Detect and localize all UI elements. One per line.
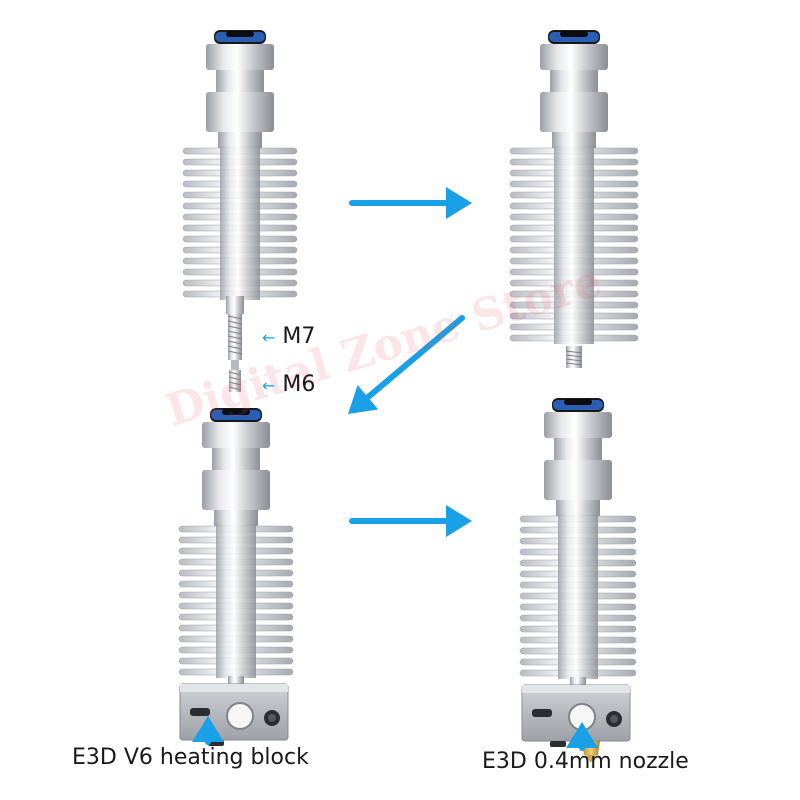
neck	[212, 448, 260, 470]
thread	[228, 381, 242, 386]
heat-break-neck	[231, 360, 239, 370]
hotend-with-block	[178, 408, 294, 746]
m7-label: ← M7	[262, 324, 315, 349]
thread	[227, 325, 243, 330]
neck	[216, 70, 264, 92]
bottom-screw	[550, 741, 566, 747]
thread	[565, 354, 583, 358]
hotend-with-throat	[509, 30, 639, 368]
collar	[544, 460, 612, 500]
heater-hole	[226, 702, 254, 730]
arrow-head	[446, 187, 472, 219]
slot	[532, 709, 552, 717]
thread	[227, 315, 243, 320]
block-top	[522, 685, 630, 693]
collar	[544, 412, 612, 438]
right-arrow-icon	[349, 187, 472, 219]
thread	[228, 376, 242, 381]
thread	[565, 350, 583, 354]
slot	[190, 708, 210, 716]
heat-break-m6	[229, 370, 241, 392]
fitting-hole	[226, 31, 254, 37]
core	[558, 514, 598, 679]
fitting-hole	[560, 31, 588, 37]
arrow-head	[348, 385, 379, 414]
block-top	[180, 684, 288, 692]
collar	[202, 422, 270, 448]
m7-text: M7	[282, 324, 316, 349]
set-screw-head	[268, 714, 276, 722]
neck	[554, 438, 602, 460]
fitting-hole	[222, 409, 250, 415]
thread	[565, 362, 583, 366]
collar	[206, 92, 274, 132]
thread	[227, 320, 243, 325]
m6-text: M6	[282, 372, 316, 397]
heat-break-top	[226, 296, 244, 314]
thread	[228, 371, 242, 376]
heating-block-caption: E3D V6 heating block	[72, 745, 309, 770]
neck	[556, 500, 600, 516]
heat-break-part	[226, 296, 244, 392]
thread	[227, 330, 243, 335]
arrow-shaft	[364, 315, 465, 401]
set-screw-head	[610, 715, 618, 723]
fitting-hole	[564, 399, 592, 405]
neck	[218, 132, 262, 148]
pointer-arrow-icon	[566, 722, 598, 751]
pointer-arrow-icon: ←	[262, 328, 276, 347]
core	[220, 146, 260, 300]
neck	[550, 70, 598, 92]
nozzle-tip	[586, 755, 596, 762]
arrow-head	[446, 505, 472, 537]
right-arrow-icon	[349, 505, 472, 537]
arrow-head	[192, 716, 224, 742]
down-left-arrow-icon	[348, 315, 465, 414]
neck	[552, 132, 596, 148]
core	[216, 524, 256, 678]
collar	[540, 92, 608, 132]
collar	[202, 470, 270, 510]
pointer-arrow-icon	[192, 716, 224, 745]
arrow-head	[566, 722, 598, 748]
m6-label: ← M6	[262, 372, 315, 397]
thread	[565, 358, 583, 362]
thread	[227, 335, 243, 340]
collar	[540, 44, 608, 70]
thread	[228, 386, 242, 391]
neck	[214, 510, 258, 526]
thread	[227, 340, 243, 345]
hotend-with-nozzle	[519, 398, 637, 762]
thread	[227, 350, 243, 355]
collar	[206, 44, 274, 70]
nozzle-caption: E3D 0.4mm nozzle	[482, 749, 689, 774]
hotend-heatsink	[182, 30, 298, 300]
core	[554, 146, 594, 344]
pointer-arrow-icon: ←	[262, 376, 276, 395]
thread	[227, 345, 243, 350]
